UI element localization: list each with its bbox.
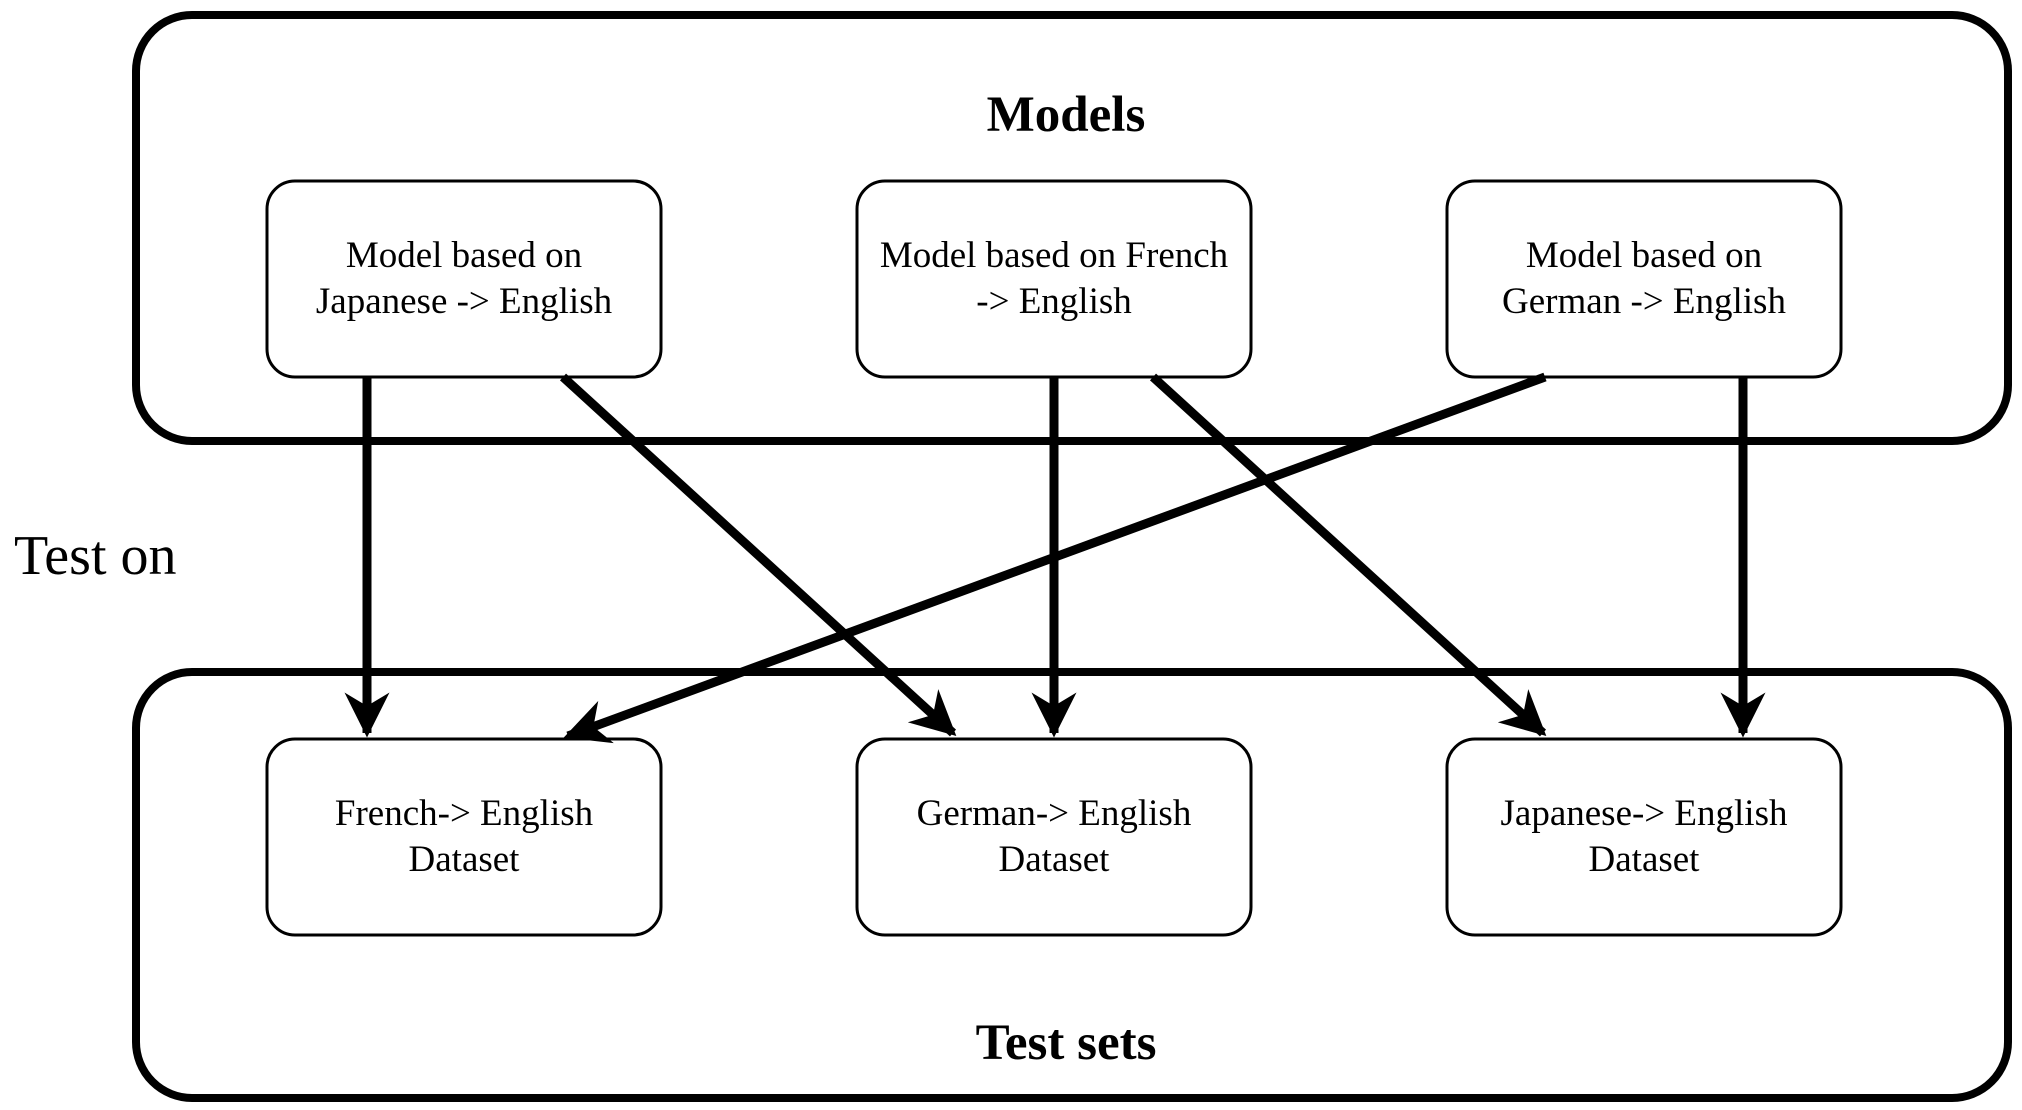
edge-french-model-to-japanese-dataset	[1149, 373, 1547, 737]
dataset-node-german	[855, 737, 1253, 937]
dataset-label-german: German-> English Dataset	[916, 793, 1192, 880]
edge-german-model-to-french-dataset	[563, 372, 1547, 744]
dataset-node-french	[265, 737, 663, 937]
model-label-french: Model based on French -> English	[879, 235, 1229, 322]
model-label-japanese: Model based on Japanese -> English	[315, 235, 613, 322]
models-group-title: Models	[986, 87, 1146, 143]
test-sets-group-title: Test sets	[975, 1015, 1157, 1071]
dataset-node-japanese	[1445, 737, 1843, 937]
model-label-german: Model based on German -> English	[1502, 235, 1786, 322]
dataset-label-japanese: Japanese-> English Dataset	[1500, 793, 1788, 880]
model-node-japanese	[265, 179, 663, 379]
test-on-label: Test on	[14, 525, 177, 587]
models-group-box	[132, 11, 2012, 445]
test-sets-group-box	[132, 668, 2012, 1102]
model-node-german	[1445, 179, 1843, 379]
dataset-label-french: French-> English Dataset	[334, 793, 594, 880]
edge-japanese-model-to-german-dataset	[559, 373, 957, 737]
